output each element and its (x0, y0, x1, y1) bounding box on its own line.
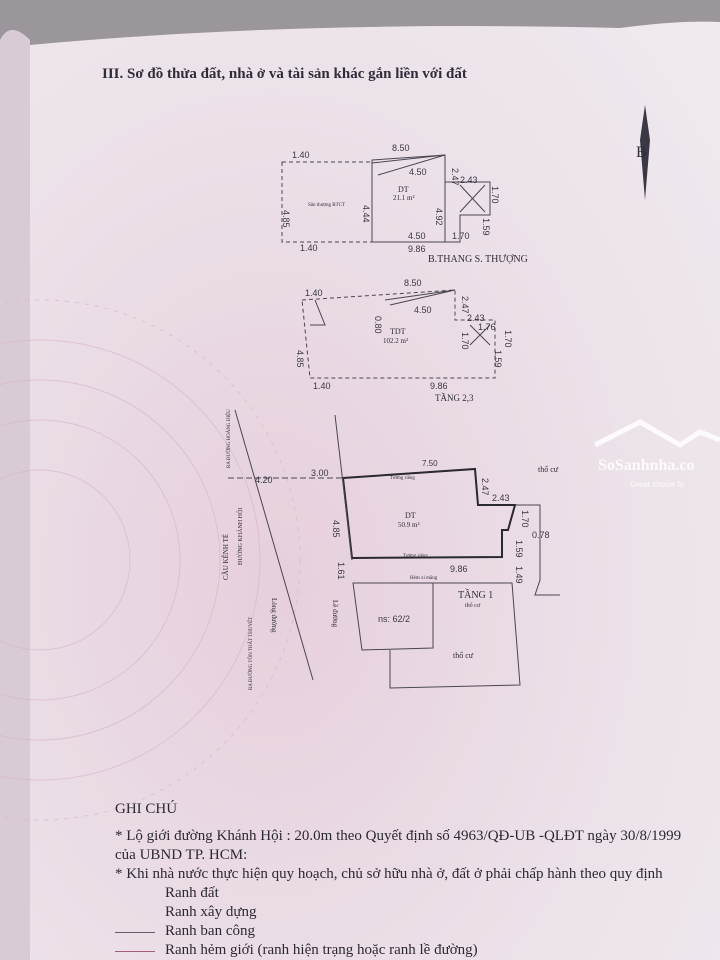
plan-caption: TẦNG 2,3 (435, 393, 474, 403)
wall-label: Tường riêng (390, 476, 415, 481)
dim-label: 1.70 (520, 510, 530, 528)
dim-label: 7.50 (422, 459, 438, 468)
dim-label: 2.43 (492, 493, 510, 503)
dim-label: 1.76 (478, 322, 496, 332)
legend-item: Ranh đất (115, 884, 715, 903)
dim-label: 1.59 (481, 218, 491, 236)
legend-label: Ranh ban công (165, 923, 255, 939)
dim-label: 4.20 (255, 475, 273, 485)
watermark: SoSanhnha.co Great choice fo (593, 419, 720, 489)
dim-label: 1.40 (292, 150, 310, 160)
dim-label: 1.40 (313, 381, 331, 391)
dim-label: 1.59 (514, 540, 524, 558)
dim-label: 1.59 (493, 350, 503, 368)
neighbor-label: thổ cư (538, 465, 559, 474)
page-sheet (30, 21, 720, 960)
house-roof-icon (593, 419, 720, 448)
dim-label: 1.70 (452, 231, 470, 241)
dim-label: 4.50 (414, 305, 432, 315)
dim-label: 4.50 (409, 167, 427, 177)
dim-label: 4.92 (434, 208, 444, 226)
dim-label: 2.47 (450, 168, 460, 186)
section-title: III. Sơ đồ thửa đất, nhà ở và tài sản kh… (102, 66, 467, 82)
dim-label: 4.85 (331, 520, 341, 538)
dim-label: 4.85 (281, 210, 291, 228)
plan-caption: B.THANG S. THƯỢNG (428, 254, 528, 265)
watermark-tagline: Great choice fo (630, 480, 685, 489)
note-line: * Khi nhà nước thực hiện quy hoạch, chủ … (115, 866, 663, 882)
legend-line (115, 932, 155, 933)
plan-rooftop (281, 154, 491, 243)
dim-label: 2.47 (480, 478, 490, 496)
seal-pattern (0, 299, 301, 821)
plan-rooftop-labels: 1.40 8.50 4.50 2.47 2.43 1.70 4.85 4.44 … (281, 143, 528, 265)
dim-label: 9.86 (408, 244, 426, 254)
dim-label: 9.86 (450, 564, 468, 574)
neighbor-label: thổ cư (453, 651, 474, 660)
wall-label: Tường riêng (403, 554, 428, 559)
north-arrow-icon (640, 105, 650, 200)
plan-floor23 (301, 289, 496, 379)
area-label: DT (405, 511, 416, 520)
north-label: B (636, 144, 647, 161)
notes-heading: GHI CHÚ (115, 801, 178, 817)
note-line: của UBND TP. HCM: (115, 847, 248, 863)
dim-label: 1.61 (336, 562, 346, 580)
dim-label: 0.80 (373, 316, 383, 334)
dim-label: 4.85 (295, 350, 305, 368)
dim-label: 1.70 (460, 332, 470, 350)
plan-floor1 (228, 409, 560, 689)
legend-label: Ranh xây dựng (165, 904, 257, 920)
area-value: 21.1 m² (393, 194, 415, 202)
plan-floor1-labels: 4.20 3.00 7.50 2.47 2.43 1.70 0.78 4.85 … (222, 409, 559, 690)
house-number: ns: 62/2 (378, 614, 410, 624)
area-value: 102.2 m² (383, 337, 408, 345)
dim-label: 2.43 (460, 175, 478, 185)
alley-label: Hẻm xi măng (410, 576, 438, 581)
north-arrow: B (636, 105, 650, 200)
legend-label: Ranh hẻm giới (ranh hiện trạng hoặc ranh… (165, 942, 478, 958)
area-value: 50.9 m² (398, 521, 420, 529)
roadway-label: Lòng đường (270, 598, 278, 633)
dim-label: 1.70 (503, 330, 513, 348)
previous-page-edge (0, 30, 30, 960)
dim-label: 4.50 (408, 231, 426, 241)
dim-label: 2.43 (467, 313, 485, 323)
legend-item: Ranh ban công (115, 922, 715, 941)
dim-label: 3.00 (311, 468, 329, 478)
legend-item: Ranh xây dựng (115, 903, 715, 922)
dim-label: 0.78 (532, 530, 550, 540)
street-label: RA ĐƯỜNG TÔN THẤT THUYẾT (248, 617, 254, 690)
terrace-label: Sân thượng BTCT (308, 203, 345, 208)
dim-label: 1.40 (305, 288, 323, 298)
dim-label: 1.49 (514, 566, 524, 584)
dim-label: 8.50 (404, 278, 422, 288)
street-label: CẦU KÊNH TẺ (222, 534, 230, 580)
note-line: * Lộ giới đường Khánh Hội : 20.0m theo Q… (115, 828, 682, 844)
dim-label: 1.40 (300, 243, 318, 253)
dim-label: 8.50 (392, 143, 410, 153)
plan-floor23-labels: 1.40 8.50 4.50 0.80 2.47 2.43 1.76 1.70 … (295, 278, 513, 403)
legend-label: Ranh đất (165, 885, 219, 901)
legend-item: Ranh hẻm giới (ranh hiện trạng hoặc ranh… (115, 941, 715, 960)
notes-section: GHI CHÚ * Lộ giới đường Khánh Hội : 20.0… (115, 800, 715, 960)
plan-caption: TẦNG 1 (458, 588, 493, 601)
street-label: ĐƯỜNG KHÁNH HỘI (236, 508, 244, 565)
dim-label: 1.70 (490, 186, 500, 204)
watermark-brand: SoSanhnha.co (598, 457, 695, 474)
dim-label: 9.86 (430, 381, 448, 391)
neighbor-label: thổ cư (465, 602, 481, 609)
dim-label: 4.44 (361, 205, 371, 223)
legend-line (115, 951, 155, 952)
street-label: RA ĐƯỜNG HOÀNG DIỆU (226, 409, 232, 468)
area-label: DT (398, 185, 409, 194)
area-label: TDT (390, 327, 406, 336)
sidewalk-label: Lề đường (331, 600, 339, 628)
dim-label: 2.47 (460, 296, 470, 314)
